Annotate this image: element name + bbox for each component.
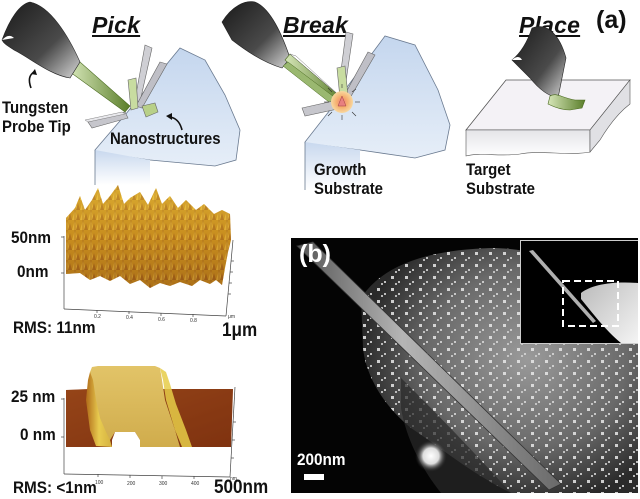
- afm-top-tick: 0.8: [190, 318, 197, 324]
- sem-inset-image: [529, 250, 638, 343]
- sem-image-panel-b: (b) 200nm: [291, 238, 638, 493]
- afm-bottom-z-low: 0 nm: [20, 425, 56, 444]
- afm-top-z-high: 50nm: [11, 228, 51, 247]
- sem-nanowire: [296, 241, 562, 491]
- afm-top-tick: 0.6: [158, 317, 165, 323]
- panel-b-label: (b): [299, 240, 331, 268]
- growth-label-line1: Growth: [314, 160, 367, 179]
- flat-nanostructure-surface: [66, 366, 233, 448]
- tungsten-probe-label: Tungsten Probe Tip: [2, 98, 71, 136]
- target-substrate-label: Target Substrate: [466, 160, 535, 198]
- nanostructures-arrowhead-icon: [166, 113, 172, 120]
- afm-top-x-max: 1μm: [222, 320, 258, 341]
- step-title-break: Break: [283, 12, 348, 38]
- afm-bottom-tick: 100: [95, 480, 104, 486]
- break-probe: [221, 1, 343, 107]
- nanostructures-label: Nanostructures: [110, 129, 221, 148]
- panel-a-label: (a): [596, 6, 627, 34]
- afm-bottom-x-unit: nm: [230, 476, 237, 482]
- sem-inset: [520, 240, 638, 344]
- target-label-line2: Substrate: [466, 179, 536, 198]
- afm-bottom-x-max: 500nm: [214, 477, 269, 498]
- afm-bottom-axes: [61, 386, 236, 479]
- afm-top-tick: 0.4: [126, 315, 133, 321]
- afm-bottom-tick: 400: [191, 481, 200, 487]
- probe-label-line2: Probe Tip: [2, 117, 71, 136]
- afm-top-x-unit: μm: [228, 314, 236, 320]
- place-probe-and-nanowire: [511, 26, 586, 111]
- growth-substrate-label: Growth Substrate: [314, 160, 383, 198]
- target-substrate: [465, 79, 631, 157]
- target-label-line1: Target: [466, 160, 511, 179]
- probe-arrow-icon: [28, 71, 35, 89]
- afm-bottom-rms: RMS: <1nm: [13, 478, 97, 497]
- scale-bar-label: 200nm: [297, 450, 346, 469]
- afm-bottom-tick: 300: [159, 481, 168, 487]
- pick-nanostructures: [84, 44, 168, 129]
- growth-label-line2: Substrate: [314, 179, 384, 198]
- afm-bottom-tick: 200: [127, 481, 136, 487]
- probe-arrowhead-icon: [31, 69, 37, 75]
- afm-top-tick: 0.2: [94, 314, 101, 320]
- scale-bar: [304, 474, 324, 480]
- step-title-pick: Pick: [92, 12, 141, 38]
- afm-bottom-z-high: 25 nm: [11, 387, 56, 406]
- probe-label-line1: Tungsten: [2, 98, 69, 117]
- inset-zoom-region: [562, 280, 619, 327]
- break-nanostructures: [301, 31, 376, 120]
- afm-top-rms: RMS: 11nm: [13, 318, 96, 337]
- afm-top-z-low: 0nm: [17, 262, 49, 281]
- pick-probe: [1, 1, 131, 113]
- sem-micrograph: [291, 238, 638, 493]
- pick-break-place-illustration: [1, 1, 631, 190]
- afm-top-axes: [61, 236, 234, 317]
- sem-bright-spot: [415, 440, 447, 472]
